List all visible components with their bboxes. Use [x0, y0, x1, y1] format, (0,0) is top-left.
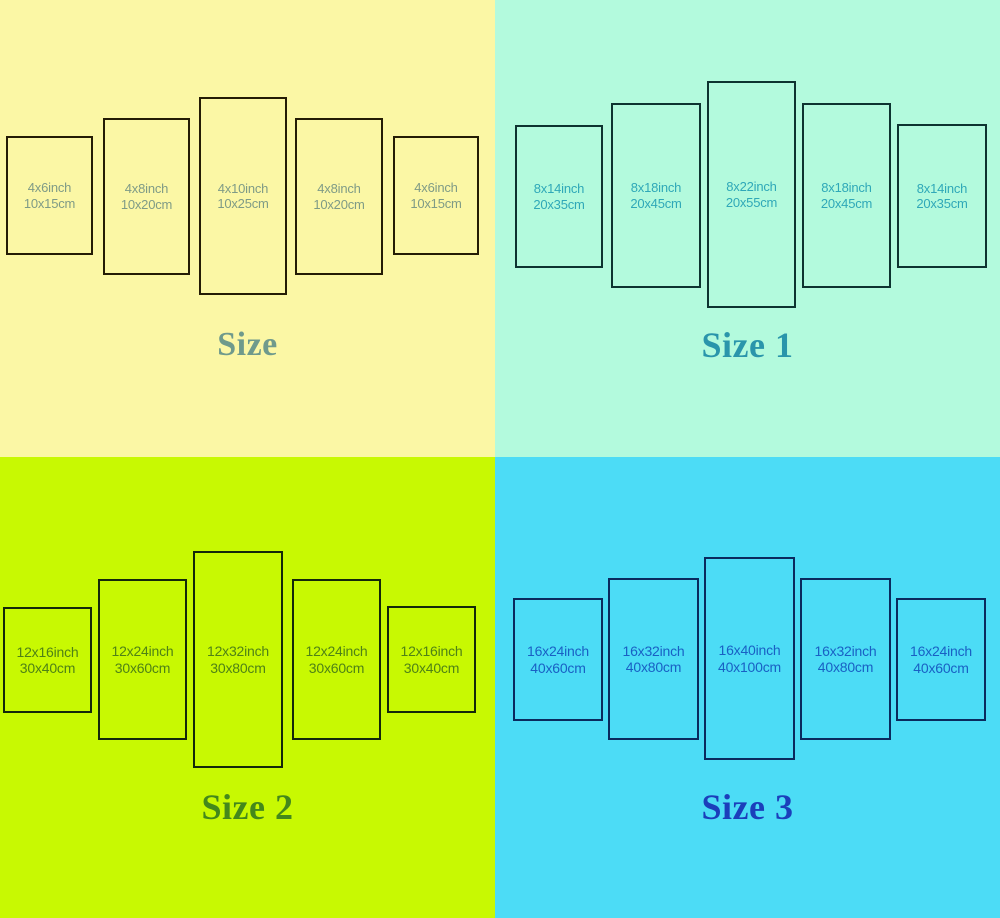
size-title: Size 3 — [701, 787, 794, 827]
panel-label-cm: 40x80cm — [817, 659, 874, 675]
panel-label-cm: 40x60cm — [913, 659, 969, 676]
panel: 8x14inch 20x35cm — [515, 125, 603, 268]
panel-label: 4x10inch 10x25cm — [217, 180, 269, 211]
panel-label: 16x40inch 40x100cm — [718, 642, 781, 674]
panel-label-inch: 12x24inch — [111, 643, 174, 660]
panel-label-cm: 10x15cm — [410, 195, 462, 211]
panel-label-inch: 8x14inch — [533, 181, 585, 197]
size-title: Size 2 — [201, 787, 294, 827]
panel: 16x24inch 40x60cm — [513, 598, 603, 721]
quadrant-size-1: 8x14inch 20x35cm 8x18inch 20x45cm 8x22in… — [495, 0, 1000, 457]
quadrant-size-2: 12x16inch 30x40cm 12x24inch 30x60cm 12x3… — [0, 457, 495, 918]
panel-label-inch: 16x24inch — [526, 643, 590, 660]
panel-label-inch: 4x8inch — [317, 181, 361, 197]
panel-label: 12x16inch 30x40cm — [16, 644, 78, 676]
panel-label-inch: 4x6inch — [27, 180, 72, 196]
panel: 12x16inch 30x40cm — [3, 607, 92, 713]
panel-label-inch: 16x32inch — [622, 642, 685, 659]
panel-label: 8x18inch 20x45cm — [630, 180, 682, 211]
panel-label-inch: 4x6inch — [414, 180, 458, 196]
panel-label: 12x16inch 30x40cm — [400, 643, 462, 675]
panel-label-cm: 40x100cm — [718, 658, 781, 675]
panel-label-cm: 20x55cm — [725, 194, 778, 210]
panel-label-inch: 16x40inch — [718, 642, 781, 659]
panel-label: 4x8inch 10x20cm — [313, 181, 365, 212]
panel-label-inch: 16x32inch — [814, 642, 877, 659]
panel-label-inch: 8x18inch — [630, 180, 682, 196]
panel-label-cm: 10x15cm — [23, 195, 76, 211]
quadrant-size: 4x6inch 10x15cm 4x8inch 10x20cm 4x10inch… — [0, 0, 495, 457]
panel-label-inch: 8x14inch — [916, 180, 968, 196]
panel-label-inch: 12x16inch — [16, 643, 79, 660]
panel-label: 8x14inch 20x35cm — [533, 181, 585, 212]
panel-label-inch: 4x10inch — [217, 180, 269, 196]
panel-label-inch: 8x18inch — [821, 180, 872, 196]
panel-label: 12x24inch 30x60cm — [111, 643, 173, 675]
panel-label-cm: 10x20cm — [120, 196, 173, 212]
panel-label-inch: 16x24inch — [909, 643, 973, 660]
panel-label: 16x24inch 40x60cm — [910, 643, 972, 675]
panel-label: 8x22inch 20x55cm — [725, 179, 778, 210]
panel-label-inch: 8x22inch — [726, 179, 777, 195]
panel: 12x32inch 30x80cm — [193, 551, 283, 768]
panel: 8x18inch 20x45cm — [802, 103, 891, 288]
panel: 16x32inch 40x80cm — [608, 578, 699, 740]
panel-label: 8x18inch 20x45cm — [820, 180, 873, 211]
panel-label-cm: 30x40cm — [19, 660, 76, 676]
panel-label-cm: 30x80cm — [210, 659, 266, 676]
panel-label-inch: 12x32inch — [206, 643, 270, 660]
panel: 4x10inch 10x25cm — [199, 97, 287, 295]
panel-label-cm: 20x45cm — [820, 195, 873, 211]
panel: 4x8inch 10x20cm — [295, 118, 383, 275]
panel-group-size-1: 8x14inch 20x35cm 8x18inch 20x45cm 8x22in… — [495, 0, 1000, 457]
panel-label-cm: 20x35cm — [916, 196, 968, 211]
quadrant-size-3: 16x24inch 40x60cm 16x32inch 40x80cm 16x4… — [495, 457, 1000, 918]
panel-label: 16x32inch 40x80cm — [622, 643, 684, 675]
panel-label: 8x14inch 20x35cm — [916, 180, 968, 211]
panel: 12x16inch 30x40cm — [387, 606, 476, 713]
panel-label-cm: 30x40cm — [403, 659, 460, 676]
panel-label-cm: 10x25cm — [217, 196, 269, 211]
panel-label-cm: 30x60cm — [114, 659, 171, 676]
panel: 8x18inch 20x45cm — [611, 103, 701, 288]
panel-label-cm: 20x35cm — [533, 196, 585, 212]
panel-label-cm: 40x80cm — [625, 659, 682, 675]
panel-label: 12x24inch 30x60cm — [305, 643, 367, 675]
panel: 4x6inch 10x15cm — [6, 136, 93, 255]
panel-label-inch: 12x24inch — [305, 643, 368, 660]
panel: 4x6inch 10x15cm — [393, 136, 479, 255]
panel-group-size-2: 12x16inch 30x40cm 12x24inch 30x60cm 12x3… — [0, 457, 495, 918]
panel-group-size: 4x6inch 10x15cm 4x8inch 10x20cm 4x10inch… — [0, 0, 495, 457]
panel: 16x24inch 40x60cm — [896, 598, 986, 721]
panel-label-cm: 20x45cm — [630, 195, 682, 211]
panel: 8x14inch 20x35cm — [897, 124, 987, 268]
panel-label: 4x6inch 10x15cm — [23, 180, 76, 211]
panel-group-size-3: 16x24inch 40x60cm 16x32inch 40x80cm 16x4… — [495, 457, 1000, 918]
panel: 12x24inch 30x60cm — [292, 579, 381, 740]
panel-label-inch: 4x8inch — [124, 181, 169, 197]
panel: 16x32inch 40x80cm — [800, 578, 891, 740]
panel: 16x40inch 40x100cm — [704, 557, 795, 760]
panel-label-cm: 40x60cm — [530, 659, 586, 676]
panel-label: 16x24inch 40x60cm — [527, 643, 589, 675]
panel-label-cm: 30x60cm — [308, 659, 365, 676]
size-title: Size 1 — [701, 325, 794, 365]
panel: 8x22inch 20x55cm — [707, 81, 796, 308]
panel-label: 12x32inch 30x80cm — [207, 643, 269, 675]
panel-label: 4x8inch 10x20cm — [120, 181, 173, 212]
panel-label-cm: 10x20cm — [313, 196, 365, 212]
panel-label: 16x32inch 40x80cm — [814, 643, 876, 675]
size-title: Size — [217, 326, 278, 363]
panel-label-inch: 12x16inch — [400, 643, 463, 660]
panel: 12x24inch 30x60cm — [98, 579, 187, 740]
panel: 4x8inch 10x20cm — [103, 118, 190, 275]
panel-label: 4x6inch 10x15cm — [410, 180, 462, 211]
